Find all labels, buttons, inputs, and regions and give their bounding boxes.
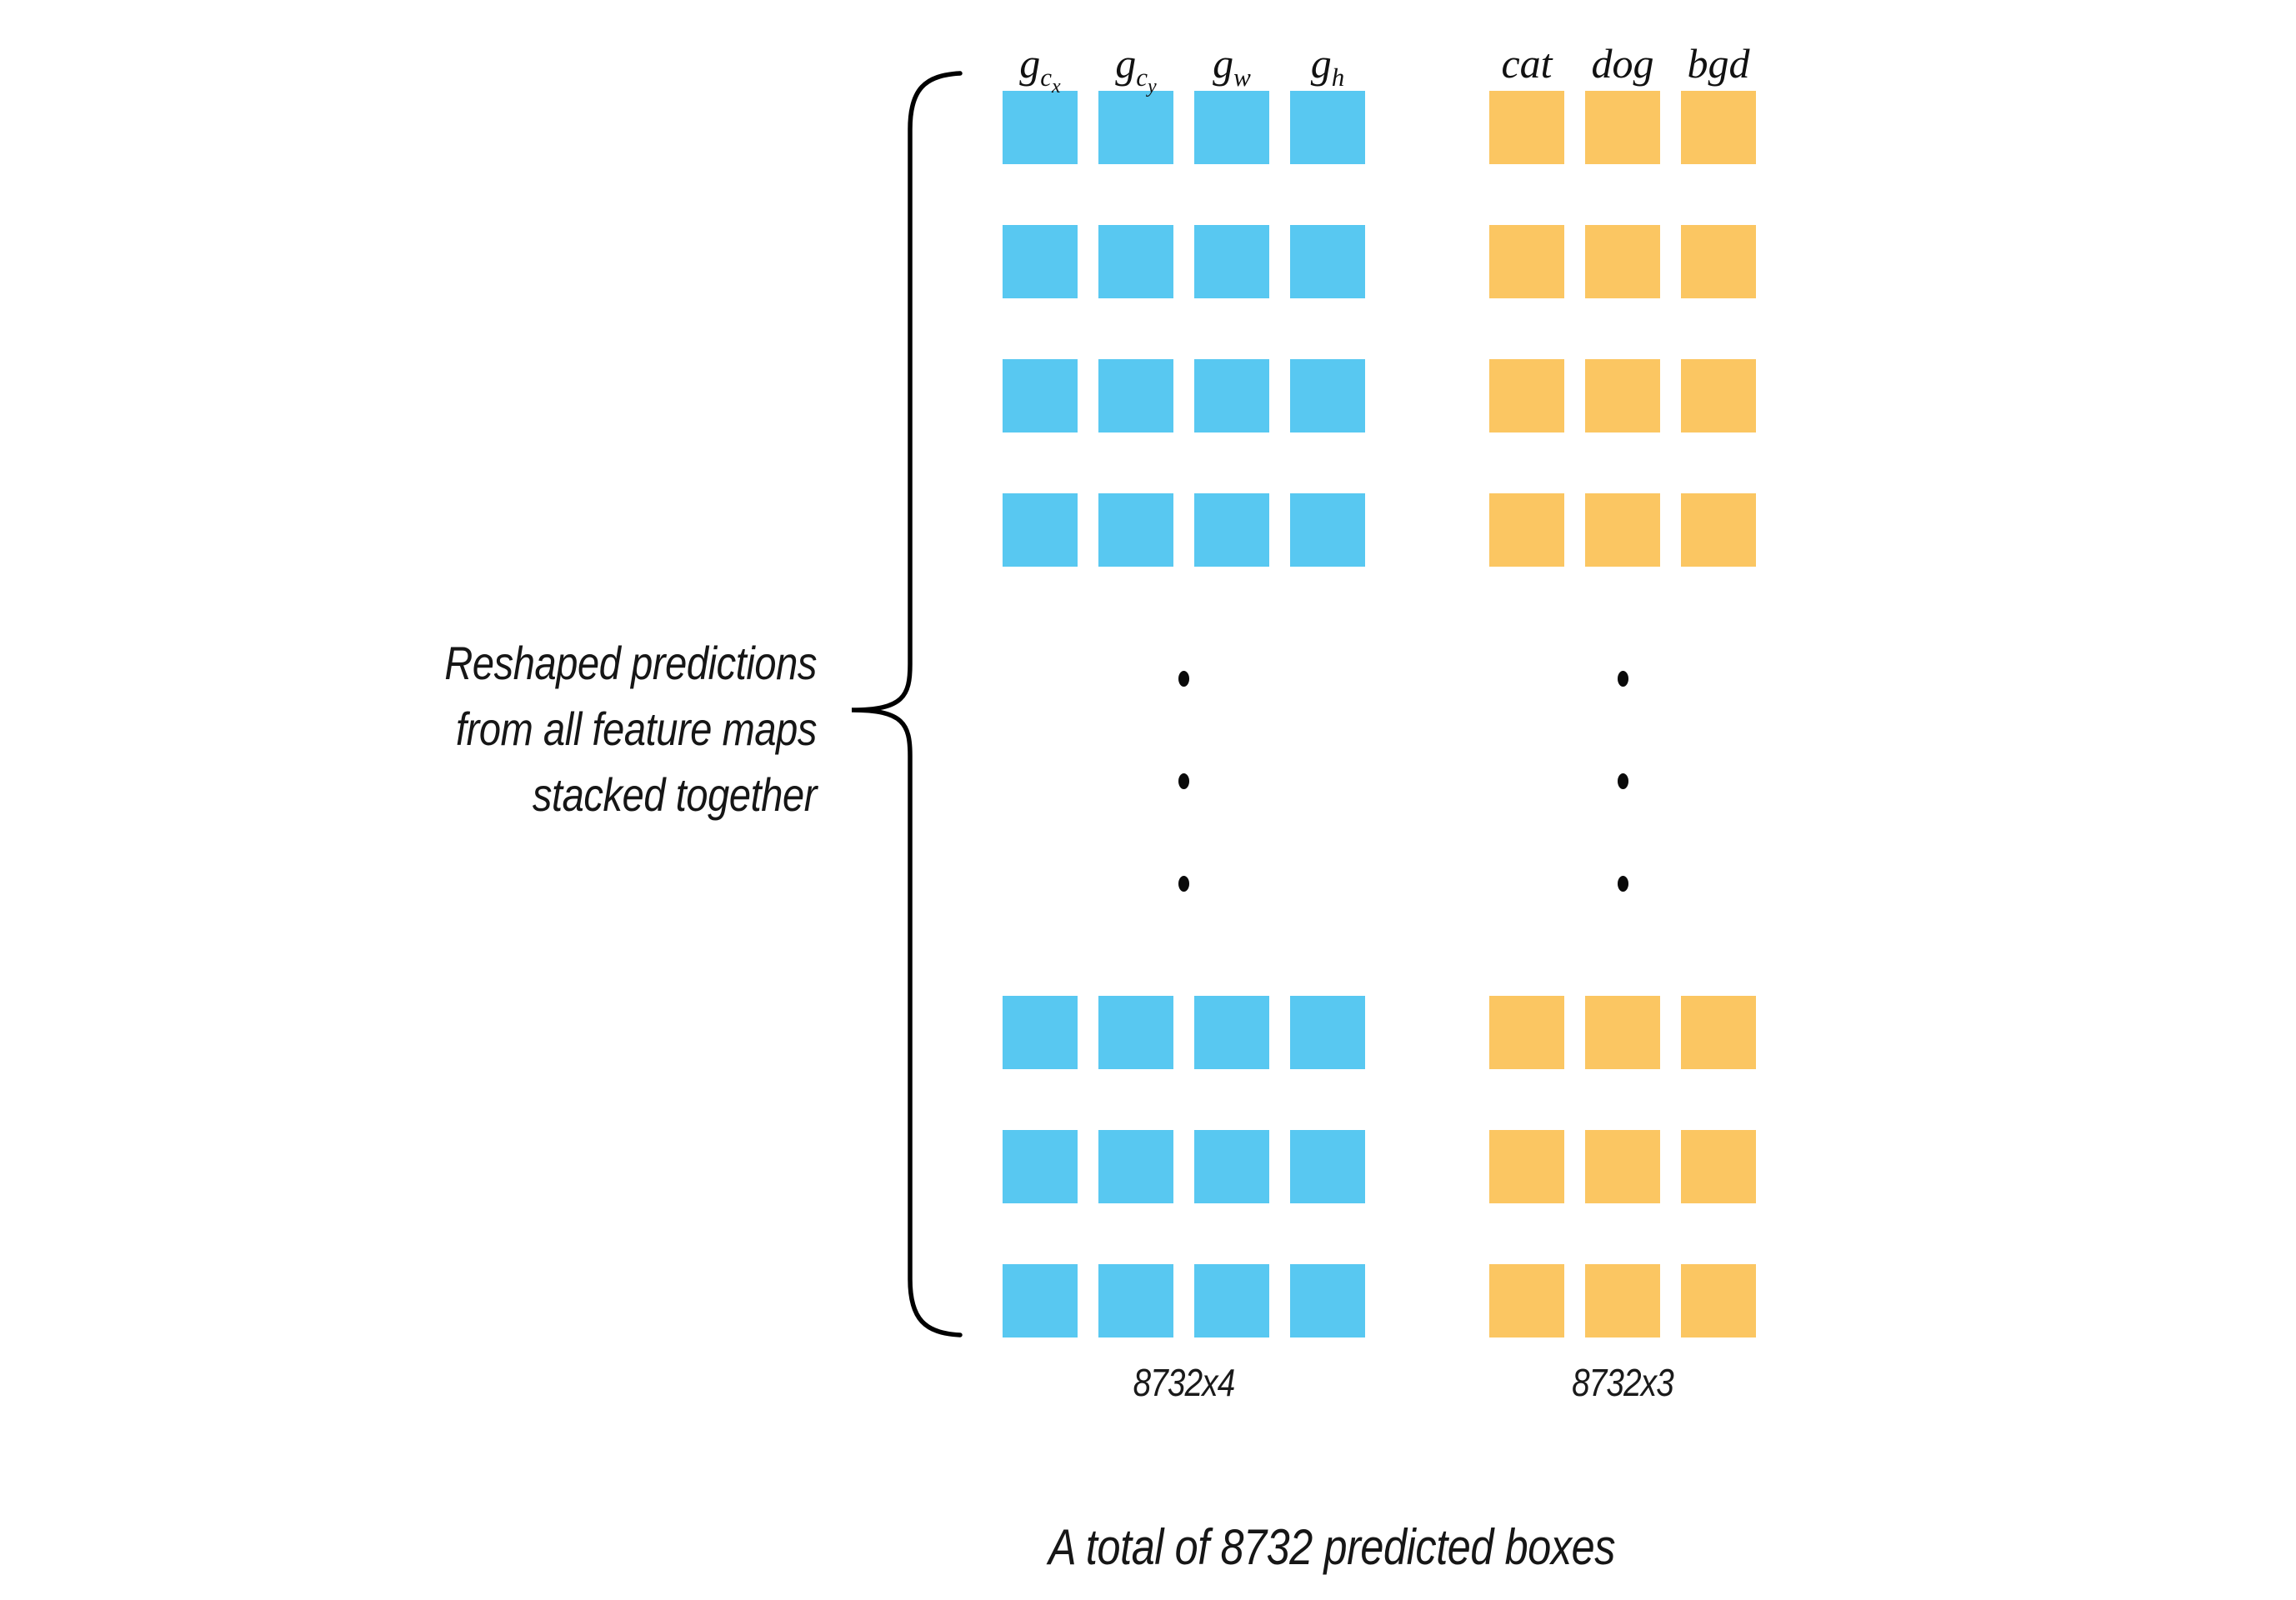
- matrix-cell: [1290, 1264, 1365, 1338]
- curly-brace: [851, 71, 963, 1338]
- matrix-cell: [1681, 1264, 1756, 1338]
- matrix-cell: [1003, 1130, 1078, 1203]
- matrix-cell: [1290, 359, 1365, 432]
- matrix-cell: [1681, 493, 1756, 567]
- matrix-row: [1003, 91, 1365, 164]
- matrix-cell: [1290, 225, 1365, 298]
- matrix-cell: [1098, 1264, 1173, 1338]
- matrix-cell: [1585, 1264, 1660, 1338]
- ellipsis-dots: [1489, 567, 1756, 996]
- matrix-cell: [1681, 1130, 1756, 1203]
- matrix-cell: [1489, 359, 1564, 432]
- column-header: gw: [1213, 40, 1251, 92]
- ellipsis-dot: [1178, 876, 1189, 892]
- matrix-cell: [1194, 225, 1269, 298]
- column-header: bgd: [1687, 40, 1750, 87]
- matrix-cell: [1098, 359, 1173, 432]
- matrix-cell: [1290, 493, 1365, 567]
- matrix-cell: [1489, 1130, 1564, 1203]
- matrix-cell: [1290, 91, 1365, 164]
- ellipsis-dot: [1617, 876, 1628, 892]
- localization-matrix: [1003, 91, 1365, 1338]
- ellipsis-dot: [1178, 773, 1189, 789]
- localization-headers: gcx gcy gw gh: [1003, 22, 1365, 98]
- matrix-cell: [1489, 996, 1564, 1069]
- matrix-cell: [1098, 1130, 1173, 1203]
- matrix-cell: [1194, 493, 1269, 567]
- matrix-row: [1489, 493, 1756, 567]
- ellipsis-dots: [1003, 567, 1365, 996]
- matrix-cell: [1003, 1264, 1078, 1338]
- matrix-cell: [1003, 225, 1078, 298]
- matrix-cell: [1585, 225, 1660, 298]
- matrix-cell: [1290, 1130, 1365, 1203]
- matrix-cell: [1003, 91, 1078, 164]
- matrix-cell: [1681, 996, 1756, 1069]
- matrix-row: [1489, 225, 1756, 298]
- matrix-cell: [1489, 493, 1564, 567]
- matrix-cell: [1290, 996, 1365, 1069]
- column-header: dog: [1591, 40, 1654, 87]
- matrix-cell: [1194, 1264, 1269, 1338]
- reshaped-caption: Reshaped predictions from all feature ma…: [313, 630, 817, 828]
- matrix-cell: [1194, 996, 1269, 1069]
- matrix-row: [1489, 1264, 1756, 1338]
- matrix-cell: [1098, 225, 1173, 298]
- matrix-cell: [1585, 493, 1660, 567]
- column-header: gcx: [1019, 40, 1061, 98]
- matrix-row: [1003, 359, 1365, 432]
- matrix-cell: [1681, 91, 1756, 164]
- caption-line-2: from all feature maps: [455, 702, 817, 755]
- caption-line-1: Reshaped predictions: [444, 637, 817, 689]
- matrix-cell: [1003, 493, 1078, 567]
- matrix-cell: [1003, 359, 1078, 432]
- matrix-row: [1489, 359, 1756, 432]
- matrix-cell: [1681, 359, 1756, 432]
- matrix-cell: [1489, 91, 1564, 164]
- column-header: gcy: [1115, 40, 1157, 98]
- matrix-cell: [1585, 1130, 1660, 1203]
- matrix-cell: [1194, 359, 1269, 432]
- caption-line-3: stacked together: [532, 768, 817, 821]
- matrix-cell: [1098, 996, 1173, 1069]
- ellipsis-dot: [1178, 671, 1189, 687]
- column-header: cat: [1501, 40, 1553, 87]
- classification-matrix: [1489, 91, 1756, 1338]
- matrix-cell: [1585, 996, 1660, 1069]
- ellipsis-dot: [1617, 671, 1628, 687]
- matrix-cell: [1585, 359, 1660, 432]
- matrix-row: [1489, 996, 1756, 1069]
- matrix-cell: [1098, 493, 1173, 567]
- column-header: gh: [1310, 40, 1345, 92]
- matrix-cell: [1003, 996, 1078, 1069]
- localization-dim-label: 8732x4: [1133, 1361, 1236, 1404]
- matrix-cell: [1194, 1130, 1269, 1203]
- localization-group: gcx gcy gw gh 8732x4: [1003, 42, 1365, 1406]
- classification-dim-label: 8732x3: [1572, 1361, 1674, 1404]
- matrix-cell: [1681, 225, 1756, 298]
- matrix-row: [1489, 91, 1756, 164]
- matrix-row: [1003, 225, 1365, 298]
- matrix-row: [1003, 1264, 1365, 1338]
- matrix-row: [1003, 493, 1365, 567]
- matrix-cell: [1194, 91, 1269, 164]
- matrix-cell: [1585, 91, 1660, 164]
- matrix-cell: [1489, 225, 1564, 298]
- matrix-row: [1003, 996, 1365, 1069]
- ellipsis-dot: [1617, 773, 1628, 789]
- matrix-cell: [1098, 91, 1173, 164]
- footer-caption: A total of 8732 predicted boxes: [1048, 1519, 1615, 1575]
- matrix-row: [1003, 1130, 1365, 1203]
- matrix-cell: [1489, 1264, 1564, 1338]
- matrix-row: [1489, 1130, 1756, 1203]
